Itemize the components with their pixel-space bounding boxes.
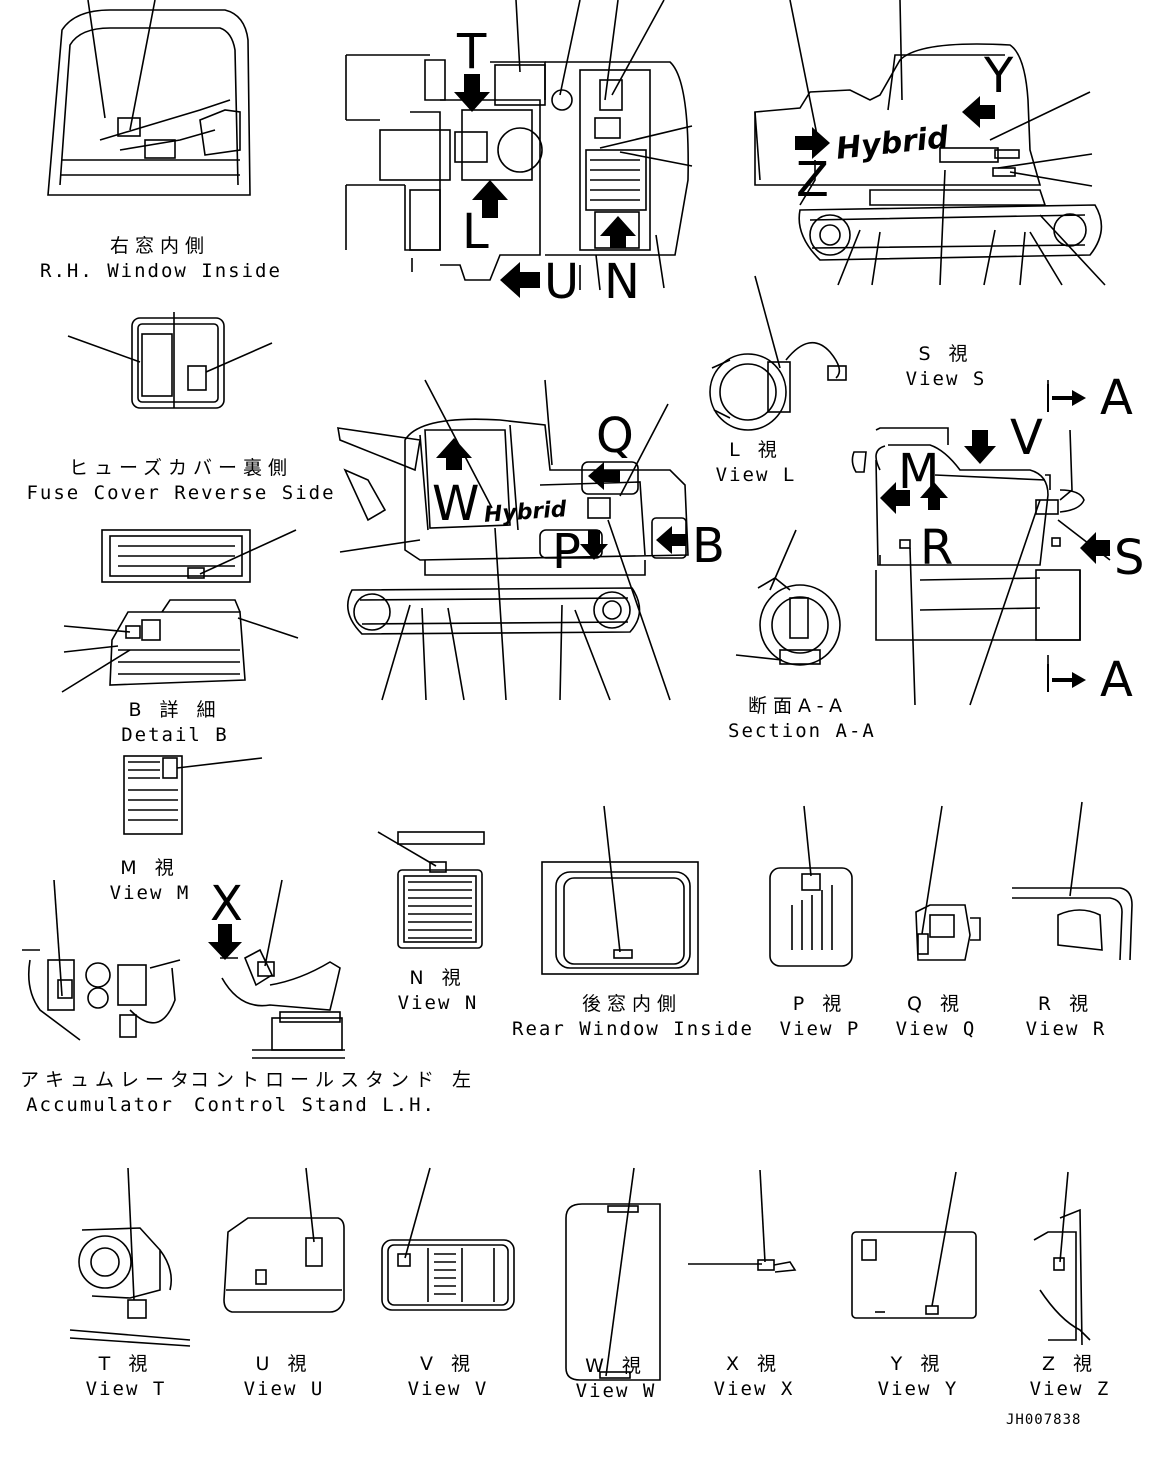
rh-window-drawing: [47, 0, 251, 196]
marker-l: L: [462, 204, 489, 260]
marker-y: Y: [984, 48, 1014, 104]
marker-s: S: [1114, 530, 1145, 586]
view-u-drawing: [223, 1167, 345, 1313]
marker-t: T: [457, 24, 487, 80]
top-view-drawing: [345, 0, 693, 291]
left-side-machine-drawing: [337, 379, 689, 701]
marker-x: X: [210, 876, 243, 932]
view-w-drawing: [565, 1167, 661, 1381]
view-s-drawing: [851, 380, 1111, 706]
view-t-drawing: [69, 1167, 191, 1347]
right-side-machine-drawing: [754, 0, 1106, 286]
view-n-drawing: [377, 831, 485, 949]
control-stand-drawing: [220, 879, 345, 1059]
view-y-drawing: [851, 1171, 977, 1319]
marker-z: Z: [796, 152, 829, 208]
section-aa-drawing: [735, 529, 841, 666]
view-l-drawing: [709, 275, 847, 431]
view-m-drawing: [123, 755, 263, 835]
marker-m: M: [898, 444, 940, 500]
view-q-drawing: [915, 805, 981, 961]
marker-a-bottom: A: [1100, 652, 1133, 708]
document-id: JH007838: [1006, 1412, 1082, 1428]
marker-q: Q: [596, 408, 634, 464]
view-v-drawing: [381, 1167, 515, 1311]
view-r-drawing: [1012, 801, 1133, 961]
marker-p: P: [552, 524, 581, 580]
detail-b-drawing: [61, 529, 299, 693]
accumulator-drawing: [22, 879, 181, 1041]
rear-window-drawing: [541, 805, 699, 975]
marker-b: B: [692, 518, 725, 574]
marker-w: W: [432, 476, 480, 532]
view-p-drawing: [769, 805, 853, 967]
view-arrows: [208, 74, 1110, 960]
fuse-cover-drawing: [67, 312, 273, 409]
view-z-drawing: [1033, 1171, 1091, 1346]
marker-n: N: [604, 254, 640, 310]
view-x-drawing: [688, 1169, 797, 1273]
marker-u: U: [544, 254, 580, 310]
marker-r: R: [920, 520, 954, 576]
marker-a-top: A: [1100, 370, 1133, 426]
marker-v: V: [1010, 410, 1043, 466]
